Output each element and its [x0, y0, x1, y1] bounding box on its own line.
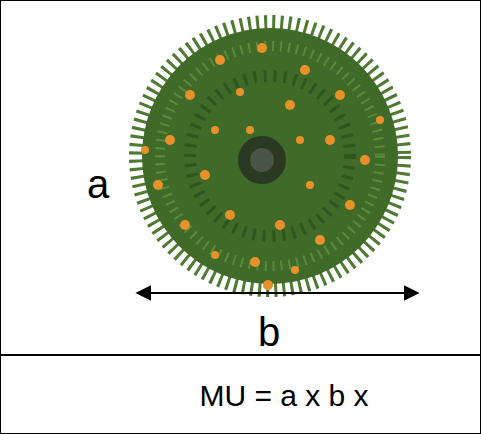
dimension-label: b [258, 312, 280, 352]
formula-panel: MU = a x b x [0, 354, 481, 434]
crown-texture [160, 46, 380, 266]
crown-fringe [138, 24, 402, 288]
trunk-center [238, 136, 286, 184]
crown-body [142, 28, 398, 284]
trunk-center [250, 148, 274, 172]
dimension-arrow [137, 292, 418, 294]
tree-panel: ab [0, 0, 481, 356]
dimension-label: a [87, 164, 109, 204]
crown-texture [190, 76, 350, 236]
tree-crown [138, 24, 402, 288]
formula-text: MU = a x b x [199, 381, 368, 411]
fruit-dots [141, 43, 384, 290]
